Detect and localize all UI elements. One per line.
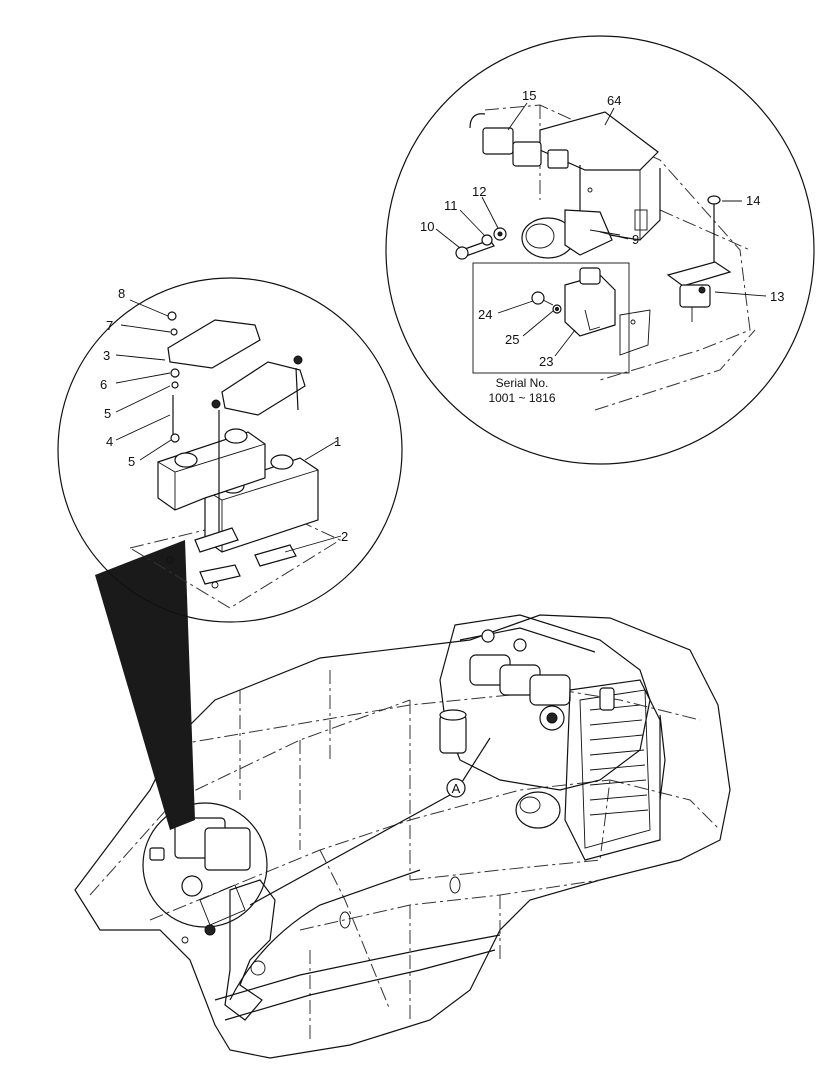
view-marker-label: A xyxy=(452,781,461,796)
serial-range: 1001 ~ 1816 xyxy=(488,391,555,405)
magnify-pointer xyxy=(95,540,195,830)
callout-15: 15 xyxy=(522,88,536,103)
view-a-marker: A xyxy=(249,737,491,906)
serial-label: Serial No. xyxy=(496,376,549,390)
callout-12: 12 xyxy=(472,184,486,199)
callout-64: 64 xyxy=(607,93,621,108)
callout-23: 23 xyxy=(539,354,553,369)
left-leaders xyxy=(115,299,342,553)
callout-13: 13 xyxy=(770,289,784,304)
callout-1: 1 xyxy=(334,434,341,449)
engine-assembly xyxy=(439,614,666,861)
callout-25: 25 xyxy=(505,332,519,347)
electrical-detail-circle xyxy=(385,35,815,465)
callout-6: 6 xyxy=(100,377,107,392)
callout-10: 10 xyxy=(420,219,434,234)
battery-area-inset xyxy=(142,802,268,936)
battery-detail-circle xyxy=(57,277,403,623)
callout-11: 11 xyxy=(444,198,458,213)
callout-24: 24 xyxy=(478,307,492,322)
right-leaders xyxy=(435,102,767,357)
callout-5b: 5 xyxy=(128,454,135,469)
callout-14: 14 xyxy=(746,193,760,208)
callout-4: 4 xyxy=(106,434,113,449)
callout-8: 8 xyxy=(118,286,125,301)
callout-3: 3 xyxy=(103,348,110,363)
callout-9: 9 xyxy=(632,232,639,247)
callout-2: 2 xyxy=(341,529,348,544)
callout-7: 7 xyxy=(106,318,113,333)
callout-5a: 5 xyxy=(104,406,111,421)
vehicle-frame xyxy=(74,614,731,1059)
